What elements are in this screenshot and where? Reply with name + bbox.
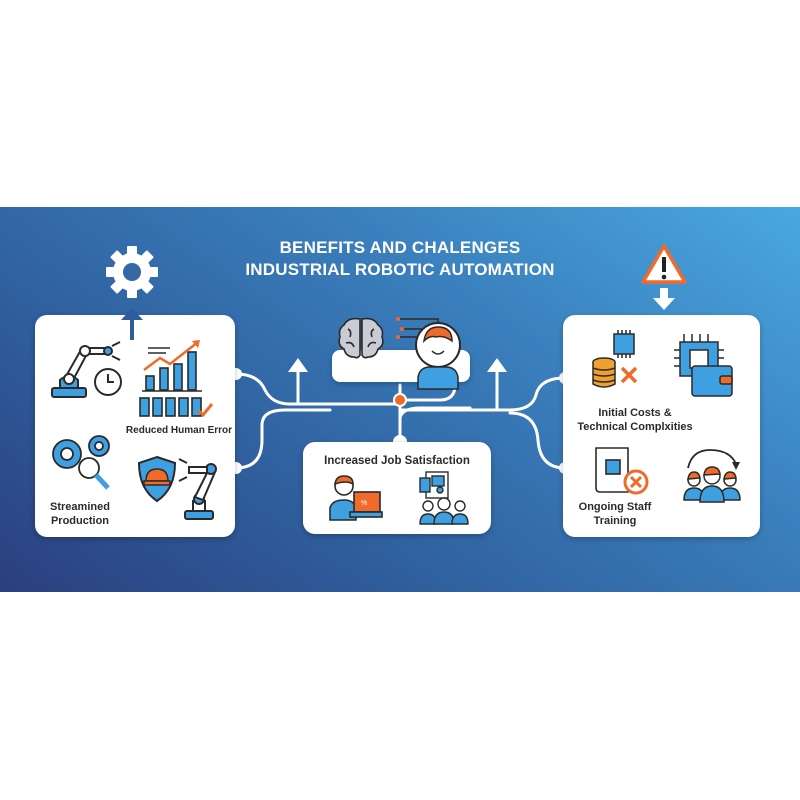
robotic-arm-icon: [51, 341, 121, 398]
bar-chart-trend-icon: [139, 340, 214, 418]
ongoing-training-label: Ongoing Staff Training: [575, 500, 655, 528]
job-satisfaction-label: Increased Job Satisfaction: [324, 455, 470, 467]
title-line-1: BENEFITS AND CHALENGES: [279, 238, 521, 257]
up-arrow-icon: [121, 308, 143, 340]
robotic-arm-icon-2: [178, 458, 217, 520]
team-documents-icon: [419, 471, 469, 525]
gear-icon: [106, 246, 158, 298]
down-arrow-icon: [653, 288, 675, 310]
costs-line-1: Initial Costs &: [598, 407, 672, 419]
circuit-wallet-icon: [674, 334, 733, 397]
team-rotation-icon: [683, 449, 741, 503]
initial-costs-label: Initial Costs & Technical Complxities: [575, 406, 695, 434]
manual-chip-cross-icon: [595, 447, 649, 495]
title-line-2: INDUSTRIAL ROBOTIC AUTOMATION: [245, 260, 555, 279]
chip-coins-cross-icon: [592, 330, 638, 388]
clock-icon: [94, 368, 122, 396]
brain-icon: [338, 317, 384, 359]
training-line-2: Training: [593, 515, 637, 527]
streamlined-line-1: Streamined: [50, 501, 110, 513]
svg-text:%: %: [361, 500, 367, 507]
streamlined-line-2: Production: [50, 515, 110, 527]
streamlined-production-label: Streamined Production: [45, 500, 115, 528]
warning-icon: [641, 244, 687, 284]
person-avatar-icon: [396, 317, 461, 390]
safety-shield-helmet-icon: [137, 455, 177, 503]
training-line-1: Ongoing Staff: [578, 501, 652, 513]
worker-laptop-icon: %: [329, 475, 383, 521]
gears-magnifier-icon: [52, 435, 110, 490]
costs-line-2: Technical Complxities: [577, 421, 693, 433]
reduced-human-error-label: Reduced Human Error: [125, 425, 233, 436]
